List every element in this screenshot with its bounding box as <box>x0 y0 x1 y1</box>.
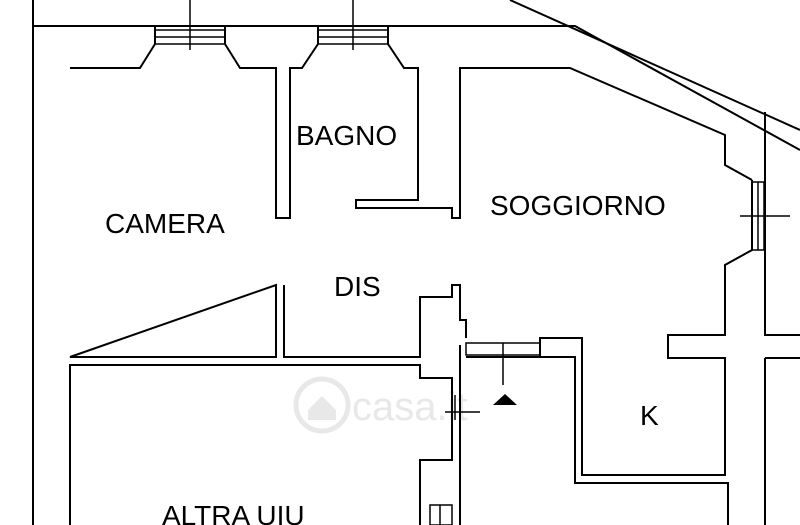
camera-walls <box>69 26 291 358</box>
watermark-house-shape <box>308 396 336 420</box>
entrance-arrow-icon <box>445 394 517 420</box>
watermark-text: casa.it <box>352 385 468 429</box>
label-dis: DIS <box>334 271 381 302</box>
watermark-house-icon <box>293 376 351 434</box>
label-k: K <box>640 400 659 431</box>
altra-uiu-walls <box>69 342 576 525</box>
right-walls <box>539 112 800 525</box>
label-altra-uiu: ALTRA UIU <box>162 500 305 525</box>
window-camera <box>154 0 226 50</box>
watermark: casa.it <box>293 376 468 434</box>
label-bagno: BAGNO <box>296 120 397 151</box>
dis-walls <box>283 284 467 358</box>
window-bagno <box>317 0 389 50</box>
outer-walls <box>32 0 800 525</box>
label-camera: CAMERA <box>105 208 225 239</box>
label-soggiorno: SOGGIORNO <box>490 190 666 221</box>
